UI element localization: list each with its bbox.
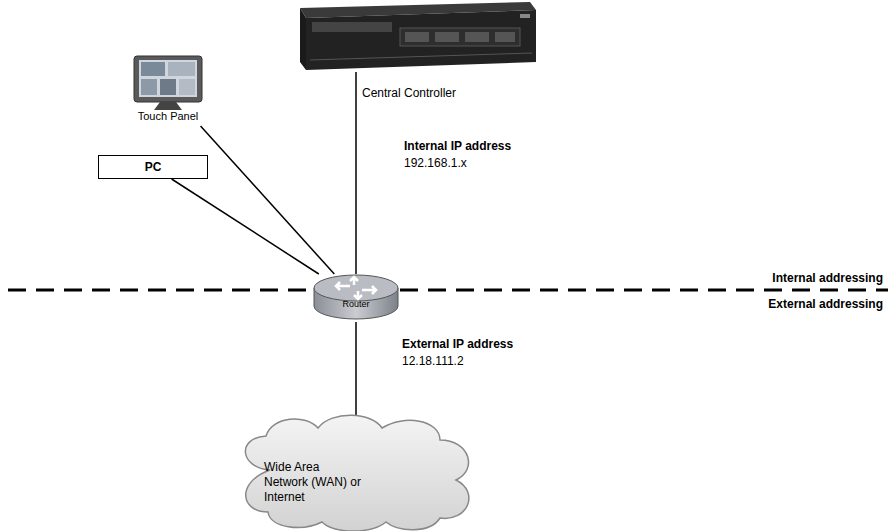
network-link [355, 72, 357, 274]
router-label: Router [306, 299, 406, 310]
dashed-divider [8, 289, 888, 292]
controller-device [300, 2, 536, 70]
zone-label: External addressing [766, 297, 885, 311]
zone-label: Internal addressing [770, 271, 885, 285]
cloud-label: Wide Area Network (WAN) or Internet [264, 460, 364, 505]
ip-heading: External IP address [400, 337, 515, 351]
network-link [355, 322, 357, 426]
device-label: Central Controller [362, 86, 456, 101]
network-link [172, 179, 319, 274]
device-label: Touch Panel [122, 110, 214, 124]
controller-node: Central Controller [296, 2, 538, 72]
touch-panel-device [134, 56, 202, 110]
touch-panel-node: Touch Panel [122, 54, 214, 126]
box-label: PC [99, 156, 207, 178]
ip-address: 192.168.1.x [402, 156, 469, 170]
network-link [201, 126, 335, 274]
ip-heading: Internal IP address [402, 139, 513, 153]
ip-address: 12.18.111.2 [400, 354, 466, 368]
pc-box: PC [98, 155, 208, 179]
cloud-shape [245, 415, 468, 531]
cloud-node: Wide Area Network (WAN) or Internet [238, 426, 474, 530]
router-icon [314, 275, 398, 319]
router-node: Router [306, 274, 406, 322]
